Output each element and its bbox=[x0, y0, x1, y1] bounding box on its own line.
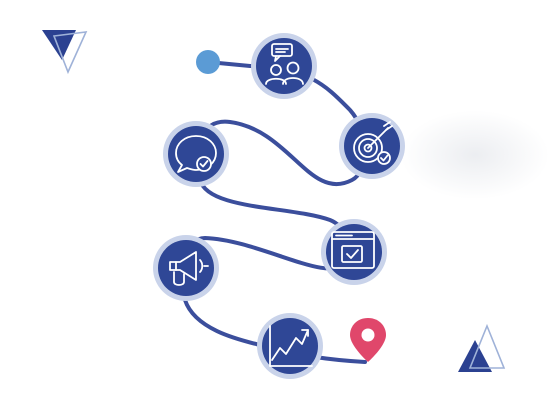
browser-check-icon bbox=[331, 231, 375, 269]
triangle-dark-shape bbox=[42, 30, 76, 60]
step-node-people-chat bbox=[251, 33, 317, 99]
start-dot bbox=[196, 50, 220, 74]
target-icon bbox=[353, 121, 393, 165]
step-node-browser-check bbox=[321, 219, 387, 285]
decor-triangle-bottom-right bbox=[458, 323, 506, 372]
growth-chart-icon bbox=[269, 325, 313, 367]
journey-path bbox=[180, 60, 368, 364]
megaphone-icon bbox=[169, 251, 209, 286]
triangle-outline-shape bbox=[52, 31, 88, 75]
step-node-target bbox=[339, 113, 405, 179]
step-node-megaphone bbox=[153, 235, 219, 301]
step-node-chat-check bbox=[163, 121, 229, 187]
chat-check-icon bbox=[175, 135, 217, 173]
decor-triangle-top-left bbox=[42, 30, 88, 75]
people-chat-icon bbox=[265, 43, 304, 85]
triangle-outline-shape bbox=[468, 323, 506, 369]
step-node-growth-chart bbox=[257, 313, 323, 379]
location-pin-icon bbox=[350, 318, 386, 362]
